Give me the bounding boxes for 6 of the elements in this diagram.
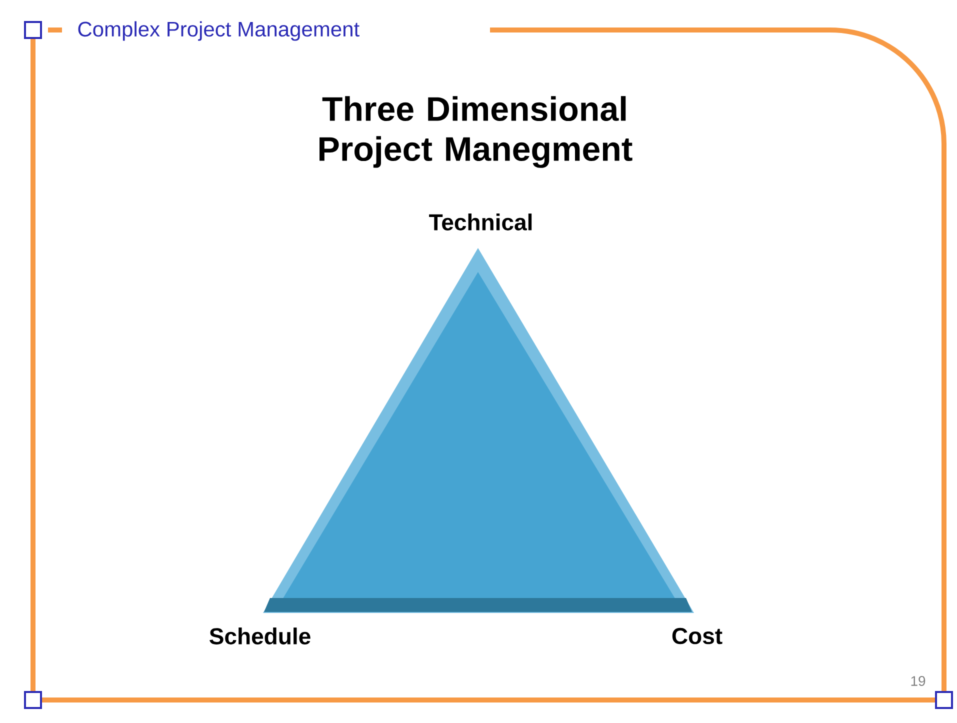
vertex-label: Cost [672,628,722,644]
subtitle: Three Dimensional Project Manegment [320,96,632,168]
vertex-label: Technical [429,214,532,230]
slide-title: Complex Project Management [78,21,360,41]
page-number: 19 [911,676,926,686]
vertex-label: Schedule [210,628,310,644]
